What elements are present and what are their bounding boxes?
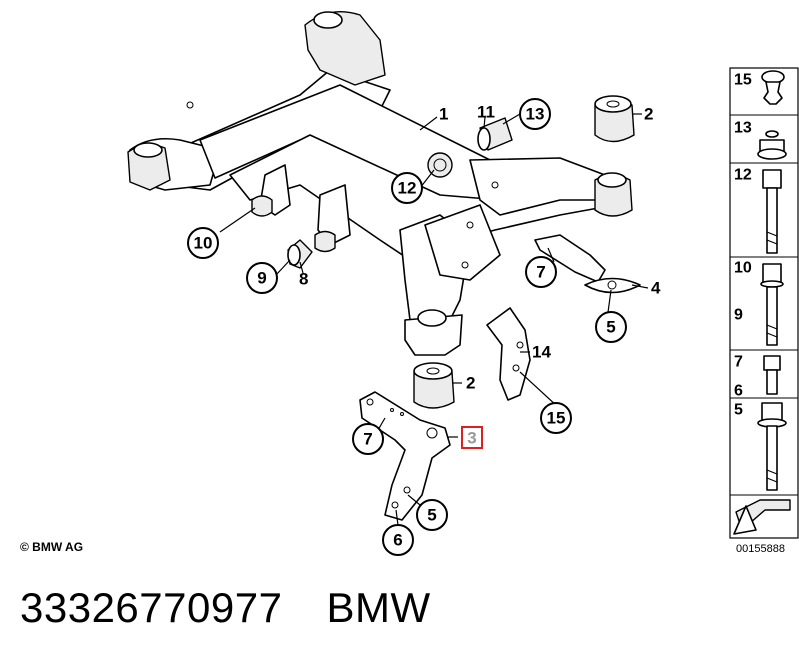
callout-2-top: 2 [644, 105, 653, 124]
rail-label-6: 6 [734, 383, 743, 400]
arrow-icon [733, 499, 791, 535]
strut-brace-3 [359, 391, 451, 521]
leader-lines [219, 113, 649, 526]
callout-12: 12 [398, 179, 417, 198]
rail-label-7: 7 [734, 354, 743, 371]
hex-bolt-10-icon [760, 263, 784, 346]
callout-5-right: 5 [606, 318, 615, 337]
collar-nut-icon [757, 130, 787, 160]
callout-5-lower: 5 [427, 506, 436, 525]
rail-label-5: 5 [734, 402, 743, 419]
rail-label-12: 12 [734, 167, 752, 184]
rail-label-10: 10 [734, 260, 752, 277]
callout-14: 14 [532, 343, 551, 362]
rubber-mount-top-right [594, 95, 635, 143]
callout-10: 10 [194, 234, 213, 253]
rail-label-9: 9 [734, 307, 743, 324]
callout-8: 8 [299, 270, 308, 289]
callout-2-lower: 2 [466, 374, 475, 393]
diagram-reference-code: 00155888 [736, 543, 785, 555]
bracket-right [534, 234, 641, 294]
callout-3-highlighted: 3 [467, 429, 476, 448]
rubber-mount-lower [413, 362, 455, 409]
callout-labels: 1 11 13 2 12 10 9 8 7 4 5 14 2 15 7 3 5 … [187, 98, 661, 556]
callout-9: 9 [257, 269, 266, 288]
callout-13: 13 [526, 105, 545, 124]
callout-7-right: 7 [536, 263, 545, 282]
bracket-14 [486, 307, 531, 401]
rail-label-13: 13 [734, 120, 752, 137]
hex-bolt-12-icon [762, 169, 782, 254]
part-number: 33326770977 [20, 584, 283, 631]
exploded-parts-diagram: 1 11 13 2 12 10 9 8 7 4 5 14 2 15 7 3 5 … [127, 11, 799, 556]
rear-axle-carrier [127, 11, 633, 356]
rail-label-15: 15 [734, 72, 752, 89]
copyright-notice: © BMW AG [20, 540, 84, 554]
short-bolt-icon [763, 355, 781, 395]
clip-icon [761, 70, 785, 105]
callout-1: 1 [439, 105, 448, 124]
footer-caption: 33326770977 BMW [20, 584, 431, 632]
fastener-rail: 15 13 12 10 9 7 6 5 [729, 67, 799, 539]
callout-6: 6 [393, 531, 402, 550]
callout-11: 11 [477, 103, 495, 122]
brand-name: BMW [326, 584, 431, 631]
callout-7-lower: 7 [363, 430, 372, 449]
bushing-11 [477, 117, 513, 151]
callout-15: 15 [547, 409, 566, 428]
flange-bolt-icon [757, 402, 787, 491]
callout-4: 4 [651, 279, 661, 298]
bushing-9 [287, 239, 313, 269]
